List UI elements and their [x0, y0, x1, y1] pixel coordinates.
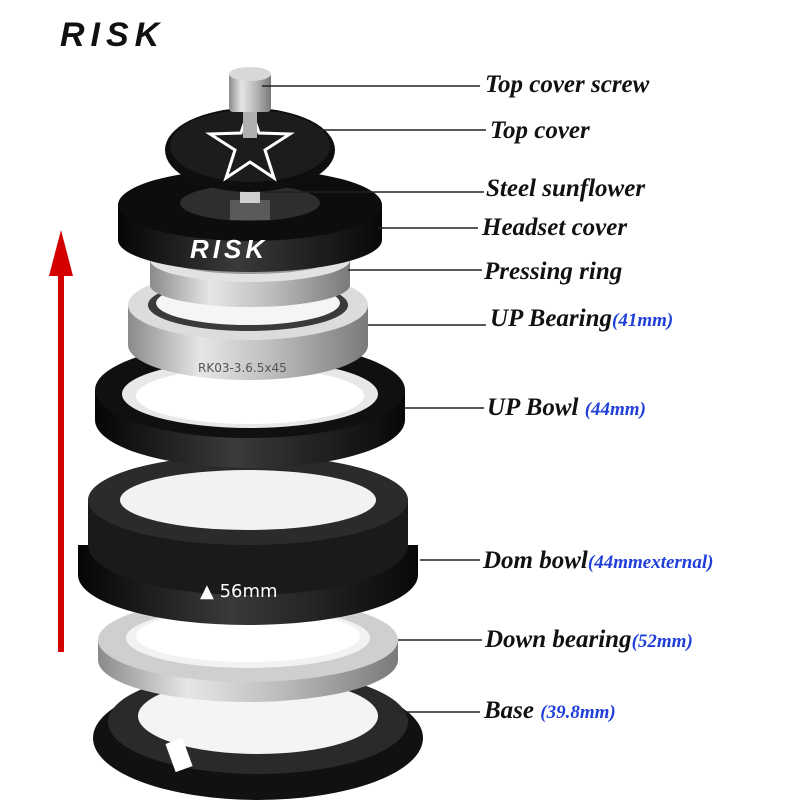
label-down-bearing: Down bearing(52mm) [485, 626, 693, 653]
dimension-dom-bowl: (44mmexternal) [587, 552, 714, 573]
label-up-bearing: UP Bearing(41mm) [490, 305, 674, 332]
label-headset-cover: Headset cover [482, 214, 628, 241]
label-up-bowl: UP Bowl (44mm) [487, 394, 646, 421]
top-cover-screw-part [229, 67, 271, 138]
dom-bowl-part: ▲ 56mm [78, 455, 418, 625]
dimension-down-bearing: (52mm) [631, 631, 693, 652]
leader-lines [262, 85, 486, 713]
cover-brand-marking: RISK [190, 234, 268, 264]
up-arrow-icon [49, 230, 73, 652]
label-dom-bowl: Dom bowl(44mmexternal) [483, 547, 714, 574]
label-top-cover-screw: Top cover screw [485, 71, 650, 98]
label-steel-sunflower: Steel sunflower [486, 175, 646, 202]
dimension-base: (39.8mm) [540, 702, 616, 723]
top-cover-part [165, 101, 335, 192]
dimension-up-bowl: (44mm) [584, 399, 646, 420]
label-base: Base (39.8mm) [484, 697, 616, 724]
bowl-size-marking: ▲ 56mm [200, 581, 278, 602]
label-top-cover: Top cover [490, 117, 590, 144]
dimension-up-bearing: (41mm) [612, 310, 674, 331]
label-pressing-ring: Pressing ring [484, 258, 623, 285]
bearing-marking: RK03-3.6.5x45 [198, 361, 287, 375]
star-icon [205, 101, 295, 182]
brand-logo: RISK [60, 16, 165, 54]
